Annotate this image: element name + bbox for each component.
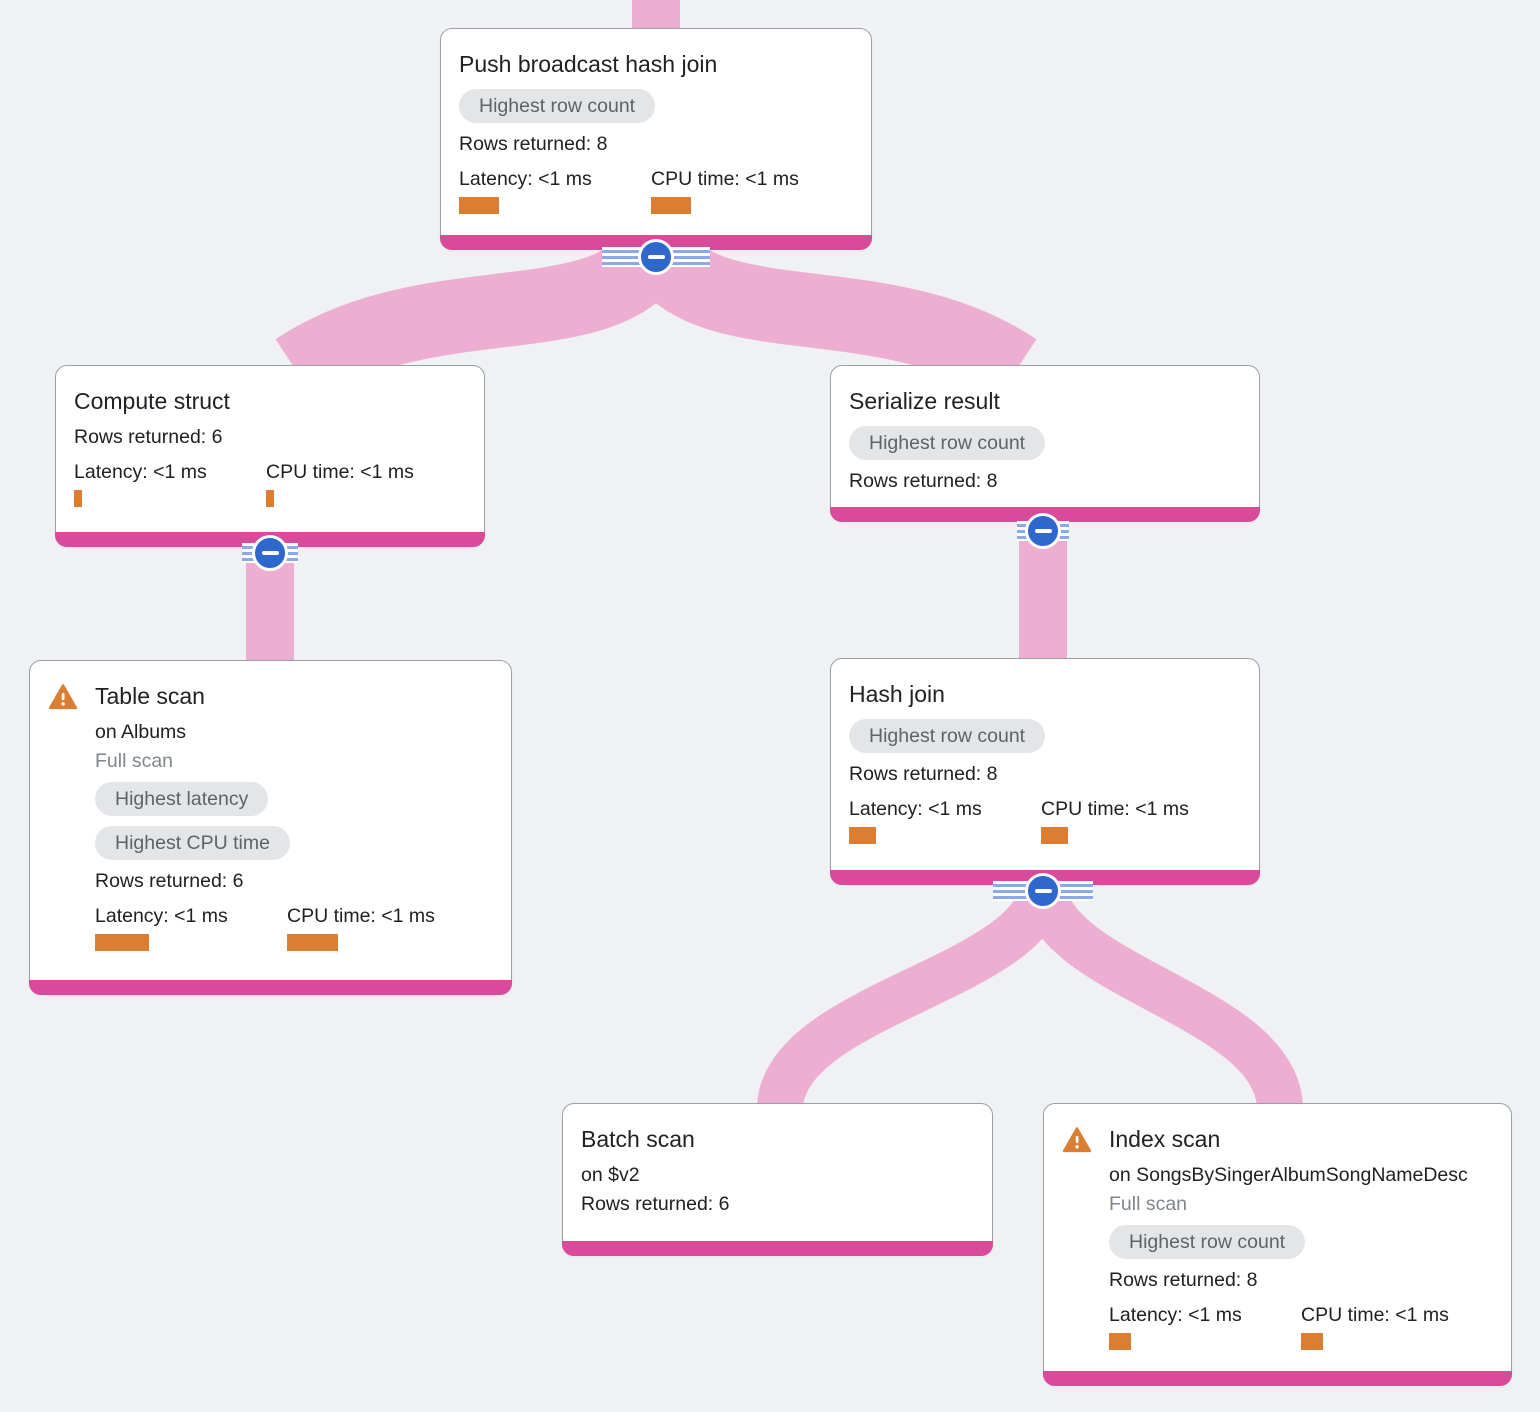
rows-returned-label: Rows returned: 8 bbox=[849, 470, 998, 492]
latency-label: Latency: <1 ms bbox=[74, 461, 207, 483]
node-footer-bar bbox=[562, 1241, 993, 1256]
minus-icon bbox=[647, 255, 665, 259]
latency-bar bbox=[95, 934, 149, 951]
highest-row-count-badge: Highest row count bbox=[1109, 1225, 1306, 1259]
cpu-time-label: CPU time: <1 ms bbox=[651, 168, 799, 190]
edge-root-stub bbox=[632, 0, 680, 30]
cpu-time-bar bbox=[1301, 1333, 1323, 1350]
plan-node-index-scan[interactable]: Index scan on SongsBySingerAlbumSongName… bbox=[1043, 1103, 1512, 1386]
cpu-time-bar bbox=[266, 490, 274, 507]
highest-latency-badge: Highest latency bbox=[95, 782, 269, 816]
minus-icon bbox=[261, 551, 279, 555]
scan-type: Full scan bbox=[95, 750, 174, 772]
node-title: Index scan bbox=[1109, 1126, 1221, 1152]
plan-node-compute-struct[interactable]: Compute struct Rows returned: 6 Latency:… bbox=[55, 365, 485, 547]
scan-target: on $v2 bbox=[581, 1164, 640, 1186]
junction-compute-struct bbox=[242, 535, 298, 571]
minus-icon bbox=[1034, 529, 1052, 533]
plan-node-push-broadcast-hash-join[interactable]: Push broadcast hash join Highest row cou… bbox=[440, 28, 872, 250]
junction-serialize-result bbox=[1017, 513, 1069, 549]
collapse-button[interactable] bbox=[252, 535, 288, 571]
highest-cpu-time-badge: Highest CPU time bbox=[95, 826, 290, 860]
cpu-time-label: CPU time: <1 ms bbox=[1041, 798, 1189, 820]
junction-push-broadcast-hash-join bbox=[602, 239, 710, 275]
edge-hash-to-batch bbox=[757, 881, 1066, 1110]
minus-icon bbox=[1034, 889, 1052, 893]
node-title: Serialize result bbox=[849, 388, 1000, 414]
junction-hash-join bbox=[993, 873, 1093, 909]
node-title: Hash join bbox=[849, 681, 945, 707]
highest-row-count-badge: Highest row count bbox=[849, 426, 1046, 460]
node-title: Batch scan bbox=[581, 1126, 695, 1152]
node-footer-bar bbox=[29, 980, 512, 995]
latency-bar bbox=[459, 197, 499, 214]
plan-node-hash-join[interactable]: Hash join Highest row count Rows returne… bbox=[830, 658, 1260, 885]
highest-row-count-badge: Highest row count bbox=[849, 719, 1046, 753]
warning-icon bbox=[1062, 1126, 1092, 1153]
node-title: Table scan bbox=[95, 683, 205, 709]
edge-push-to-serialize bbox=[623, 227, 1037, 402]
rows-returned-label: Rows returned: 8 bbox=[849, 763, 998, 785]
latency-label: Latency: <1 ms bbox=[95, 905, 228, 927]
rows-returned-label: Rows returned: 8 bbox=[459, 133, 608, 155]
cpu-time-bar bbox=[651, 197, 691, 214]
node-title: Compute struct bbox=[74, 388, 230, 414]
scan-target: on SongsBySingerAlbumSongNameDesc bbox=[1109, 1164, 1468, 1186]
rows-returned-label: Rows returned: 6 bbox=[581, 1193, 730, 1215]
collapse-button[interactable] bbox=[1025, 873, 1061, 909]
warning-icon bbox=[48, 683, 78, 710]
cpu-time-bar bbox=[1041, 827, 1068, 844]
cpu-time-label: CPU time: <1 ms bbox=[287, 905, 435, 927]
plan-node-table-scan[interactable]: Table scan on Albums Full scan Highest l… bbox=[29, 660, 512, 995]
latency-label: Latency: <1 ms bbox=[849, 798, 982, 820]
rows-returned-label: Rows returned: 8 bbox=[1109, 1269, 1258, 1291]
cpu-time-label: CPU time: <1 ms bbox=[1301, 1304, 1449, 1326]
latency-bar bbox=[849, 827, 876, 844]
collapse-button[interactable] bbox=[1025, 513, 1061, 549]
latency-label: Latency: <1 ms bbox=[459, 168, 592, 190]
plan-node-batch-scan[interactable]: Batch scan on $v2 Rows returned: 6 bbox=[562, 1103, 993, 1256]
latency-bar bbox=[74, 490, 82, 507]
cpu-time-label: CPU time: <1 ms bbox=[266, 461, 414, 483]
plan-node-serialize-result[interactable]: Serialize result Highest row count Rows … bbox=[830, 365, 1260, 522]
cpu-time-bar bbox=[287, 934, 338, 951]
highest-row-count-badge: Highest row count bbox=[459, 89, 656, 123]
latency-bar bbox=[1109, 1333, 1131, 1350]
latency-label: Latency: <1 ms bbox=[1109, 1304, 1242, 1326]
collapse-button[interactable] bbox=[638, 239, 674, 275]
rows-returned-label: Rows returned: 6 bbox=[95, 870, 244, 892]
node-title: Push broadcast hash join bbox=[459, 51, 718, 77]
scan-target: on Albums bbox=[95, 721, 187, 743]
edge-hash-to-index bbox=[1020, 881, 1303, 1110]
node-footer-bar bbox=[1043, 1371, 1512, 1386]
scan-type: Full scan bbox=[1109, 1193, 1188, 1215]
rows-returned-label: Rows returned: 6 bbox=[74, 426, 223, 448]
